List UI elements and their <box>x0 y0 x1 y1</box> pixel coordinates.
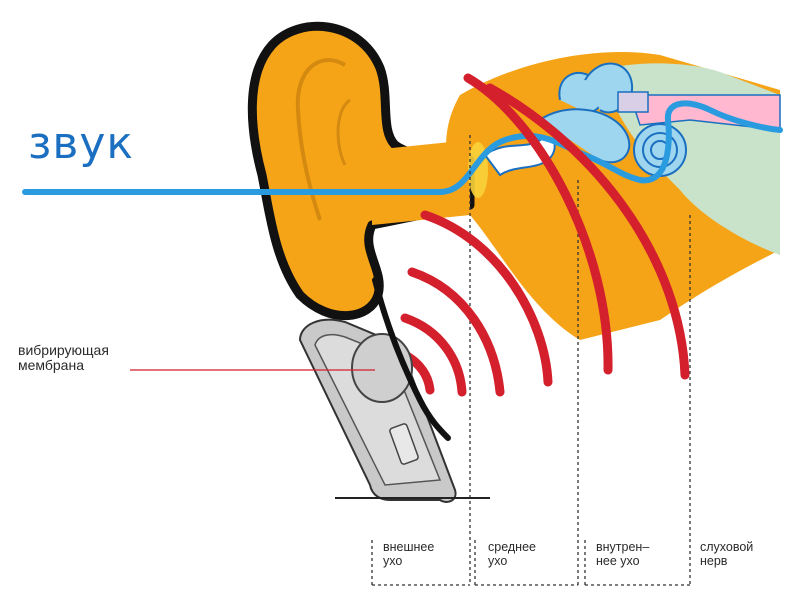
zone-label-middle-ear: среднее ухо <box>488 540 536 568</box>
zone-label-inner-ear-line-2: нее ухо <box>596 554 640 568</box>
vibration-arc-4 <box>420 210 553 387</box>
zone-label-inner-ear: внутрен– нее ухо <box>596 540 649 568</box>
device-button <box>389 423 419 465</box>
zone-label-auditory-nerve-line-2: нерв <box>700 554 728 568</box>
ear-canal <box>372 140 470 225</box>
vibration-waves <box>393 73 690 397</box>
zone-dividers <box>469 135 691 585</box>
sound-wave-line <box>22 100 783 195</box>
vibration-arc-2 <box>400 313 467 397</box>
zone-label-inner-ear-line-1: внутрен– <box>596 540 650 554</box>
vibration-arc-3 <box>407 267 505 397</box>
zone-baselines <box>371 540 690 586</box>
vibration-arc-5 <box>463 73 613 375</box>
nerve-connector <box>617 91 649 113</box>
auricle-fold-inner <box>336 98 351 166</box>
zone-label-outer-ear-line-1: внешнее <box>383 540 435 554</box>
membrane-label-line-2: мембрана <box>18 357 84 373</box>
sound-label: звук <box>28 118 134 169</box>
bone-conduction-device <box>298 277 490 503</box>
zone-label-auditory-nerve-line-1: слуховой <box>700 540 754 554</box>
zone-label-middle-ear-line-1: среднее <box>488 540 536 554</box>
zone-label-middle-ear-line-2: ухо <box>488 554 508 568</box>
zone-label-auditory-nerve: слуховой нерв <box>700 540 753 568</box>
vibration-arc-6 <box>485 83 690 380</box>
zone-label-outer-ear: внешнее ухо <box>383 540 434 568</box>
membrane-label-line-1: вибрирующая <box>18 342 109 358</box>
device-cable <box>372 277 451 441</box>
membrane-label: вибрирующая мембрана <box>18 343 109 373</box>
zone-label-outer-ear-line-2: ухо <box>383 554 403 568</box>
